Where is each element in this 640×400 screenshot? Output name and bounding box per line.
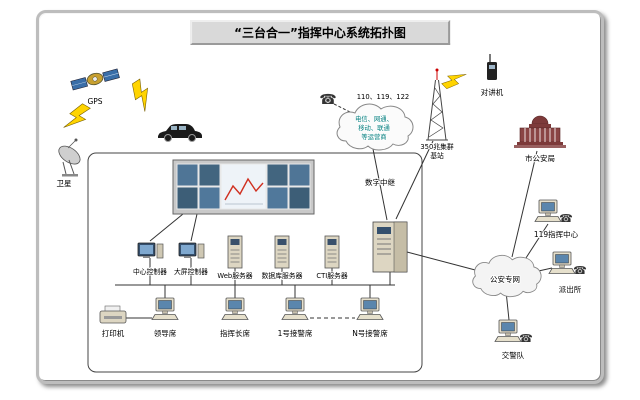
cti-server-label: CTI服务器: [316, 271, 347, 280]
leader-seat-pc-icon: [151, 297, 179, 320]
cti-server-icon: [324, 235, 340, 269]
center-controller-label: 中心控制器: [133, 267, 167, 276]
web-server-label: Web服务器: [217, 271, 252, 280]
car-icon: [158, 124, 202, 142]
gps-label: GPS: [87, 97, 102, 106]
walkie-talkie-label: 对讲机: [481, 87, 504, 97]
trunk-tower-icon: [426, 68, 448, 141]
screen-controller-label: 大屏控制器: [174, 267, 208, 276]
seat-n-pc-icon: [356, 297, 384, 320]
seat-1-label: 1号接警席: [278, 328, 313, 338]
digital-trunk-label: 数字中继: [365, 177, 395, 187]
web-server-icon: [227, 235, 243, 269]
center-119-label: 119指挥中心: [534, 229, 579, 239]
telecom-cloud-line3: 等运营商: [361, 132, 386, 141]
satellite-dish-icon: [58, 138, 81, 177]
leader-seat-label: 领导席: [154, 328, 177, 338]
gps-satellite-icon: [70, 68, 120, 91]
printer-icon: [99, 305, 127, 324]
police-station-pc-icon: [548, 251, 576, 274]
traffic-police-pc-icon: [494, 319, 522, 342]
wireless-bolt-gps-car-icon: [126, 77, 159, 114]
alarm-phone-icon: ☎: [319, 92, 336, 108]
police-station-phone-icon: ☎: [573, 264, 587, 277]
police-cloud-label: 公安专网: [490, 274, 520, 284]
video-wall: [172, 159, 315, 215]
traffic-police-phone-icon: ☎: [519, 332, 533, 345]
city-bureau-icon: [514, 115, 566, 148]
trunk-gateway-icon: [372, 221, 408, 273]
seat-n-label: N号接警席: [352, 328, 388, 338]
center-controller-icon: [137, 242, 164, 259]
telecom-cloud-line2: 移动、联通: [358, 123, 390, 132]
walkie-talkie-icon: [487, 54, 497, 80]
center-119-phone-icon: ☎: [559, 212, 573, 225]
db-server-icon: [274, 235, 290, 269]
trunk-tower-label-top: 350兆集群: [420, 142, 454, 151]
diagram-title: “三台合一”指挥中心系统拓扑图: [190, 20, 450, 45]
seat-1-pc-icon: [281, 297, 309, 320]
screen-controller-icon: [178, 242, 205, 259]
db-server-label: 数据库服务器: [262, 271, 303, 280]
alarm-lines-label: 110、119、122: [357, 93, 410, 101]
commander-seat-pc-icon: [221, 297, 249, 320]
traffic-police-label: 交警队: [502, 350, 525, 360]
city-bureau-label: 市公安局: [525, 153, 555, 163]
commander-seat-label: 指挥长席: [220, 328, 250, 338]
trunk-tower-label-bottom: 基站: [430, 151, 444, 160]
wireless-bolt-tower-walkie-icon: [440, 65, 468, 93]
satellite-dish-label: 卫星: [57, 179, 72, 188]
center-119-pc-icon: [534, 199, 562, 222]
telecom-cloud-line1: 电信、网通、: [355, 114, 393, 123]
police-station-label: 派出所: [559, 284, 582, 294]
printer-label: 打印机: [102, 328, 125, 338]
